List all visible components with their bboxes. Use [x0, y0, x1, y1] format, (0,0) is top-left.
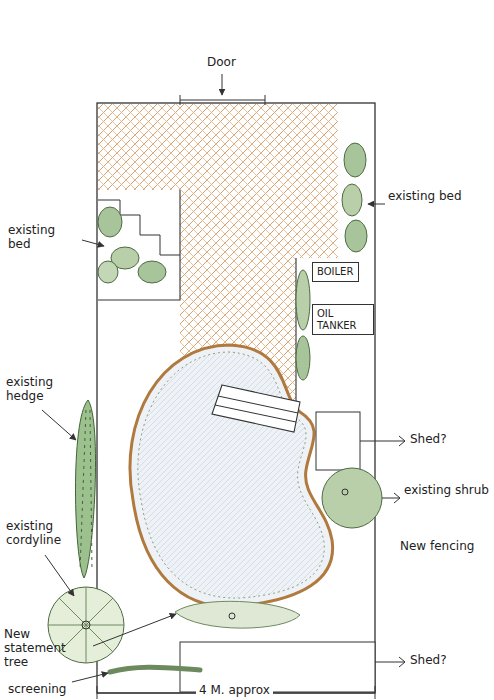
leader-line — [82, 240, 104, 246]
label-text: existing cordyline — [6, 519, 61, 547]
bed-edge — [98, 190, 180, 300]
bed-edge — [295, 258, 296, 420]
label-text: Shed? — [410, 432, 447, 446]
garden-boundary — [97, 103, 375, 693]
lawn — [130, 345, 333, 607]
leader-line — [360, 441, 405, 442]
label-text: existing hedge — [6, 375, 53, 403]
cordyline-center — [82, 621, 90, 629]
shrub — [138, 261, 166, 283]
utility-box: BOILER — [312, 262, 359, 282]
label-text: New fencing — [400, 539, 474, 553]
callout-label: existing shrub — [404, 484, 489, 498]
callout-label: existing bed — [388, 190, 462, 204]
step-line — [218, 396, 298, 413]
callout-label: 4 M. approx — [196, 684, 273, 698]
screening-planting — [110, 667, 200, 672]
step-line — [215, 405, 296, 422]
shrub — [98, 261, 118, 283]
bed-steps — [98, 200, 180, 255]
leader-line — [42, 410, 76, 440]
callout-label: existing cordyline — [6, 520, 78, 548]
callout-label: existing bed — [8, 224, 80, 252]
leader-line — [72, 673, 108, 682]
leader-line — [222, 74, 223, 95]
shed-box — [316, 412, 360, 470]
statement-tree — [175, 601, 300, 628]
dimension-tick — [97, 686, 98, 699]
shrub — [344, 143, 366, 177]
existing-shrub — [322, 468, 382, 528]
dimension-tick — [375, 686, 376, 699]
callout-label: Shed? — [410, 433, 447, 447]
leader-head — [399, 657, 405, 667]
callout-label: screening — [8, 683, 66, 697]
tree-center — [229, 613, 235, 619]
box-text: BOILER — [317, 266, 354, 278]
shrub — [342, 184, 362, 216]
leader-line — [368, 204, 385, 205]
label-text: Door — [207, 55, 236, 69]
leader-line — [382, 498, 400, 499]
box-text: OIL TANKER — [317, 308, 369, 331]
utility-box: OIL TANKER — [312, 304, 374, 335]
hedge-texture — [80, 410, 92, 570]
label-text: existing shrub — [404, 483, 489, 497]
steps — [212, 385, 300, 432]
shrub-center — [342, 489, 348, 495]
label-text: existing bed — [8, 223, 55, 251]
leader-head — [394, 493, 400, 503]
label-text: existing bed — [388, 189, 462, 203]
shrub — [98, 207, 122, 237]
lawn-edge — [138, 352, 324, 598]
callout-label: existing hedge — [6, 376, 76, 404]
existing-hedge — [76, 400, 96, 578]
callout-label: Door — [207, 56, 236, 70]
leader-line — [45, 555, 74, 596]
door-width — [180, 100, 265, 101]
leader-line — [375, 662, 405, 663]
callout-label: Shed? — [410, 654, 447, 668]
shrub — [345, 220, 367, 252]
callout-label: New fencing — [400, 540, 474, 554]
label-text: screening — [8, 682, 66, 696]
label-text: New statement tree — [4, 627, 66, 669]
door-tick — [265, 95, 266, 105]
callout-label: New statement tree — [4, 628, 92, 669]
shrub — [296, 336, 310, 380]
shrub — [296, 270, 310, 330]
label-text: 4 M. approx — [196, 683, 273, 697]
leader-head — [399, 436, 405, 446]
label-text: Shed? — [410, 653, 447, 667]
door-tick — [180, 95, 181, 105]
leader-line — [93, 614, 176, 646]
